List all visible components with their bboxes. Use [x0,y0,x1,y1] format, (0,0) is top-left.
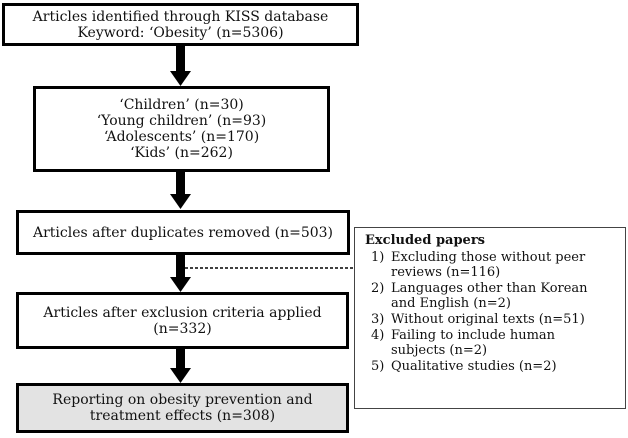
box-line: Articles identified through KISS databas… [32,8,329,25]
list-item: 1) Excluding those without peer reviews … [371,250,619,280]
excluded-title: Excluded papers [365,233,485,248]
item-line: Without original texts (n=51) [391,312,585,327]
list-item: 5) Qualitative studies (n=2) [371,359,619,374]
item-line: Excluding those without peer [391,250,586,265]
list-item: 3) Without original texts (n=51) [371,312,619,327]
arrow-head [170,194,191,209]
box-line: treatment effects (n=308) [89,408,276,424]
box-duplicates-removed: Articles after duplicates removed (n=503… [16,210,350,255]
excluded-list: 1) Excluding those without peer reviews … [365,250,619,374]
arrow-head [170,71,191,86]
excluded-papers-box: Excluded papers 1) Excluding those witho… [354,227,626,409]
list-item: 4) Failing to include human subjects (n=… [371,328,619,358]
arrow-shaft [176,348,185,370]
box-line: ‘Young children’ (n=93) [96,113,267,129]
box-line: ‘Adolescents’ (n=170) [103,129,260,145]
box-final-reporting: Reporting on obesity prevention and trea… [16,383,349,433]
item-number: 4) [371,328,385,343]
box-line: (n=332) [153,320,212,337]
box-line: ‘Children’ (n=30) [119,97,244,113]
box-keywords: ‘Children’ (n=30) ‘Young children’ (n=93… [33,86,330,172]
box-line: Articles after duplicates removed (n=503… [32,224,334,241]
list-item: 2) Languages other than Korean and Engli… [371,281,619,311]
item-number: 2) [371,281,385,296]
item-line: Failing to include human [391,328,556,343]
box-line: Articles after exclusion criteria applie… [43,304,322,321]
arrow-shaft [176,254,185,279]
box-line: Reporting on obesity prevention and [52,392,313,408]
item-line: Languages other than Korean [391,281,588,296]
arrow-shaft [176,171,185,196]
item-number: 3) [371,312,385,327]
arrow-head [170,368,191,383]
box-exclusion-applied: Articles after exclusion criteria applie… [16,292,349,349]
item-line: and English (n=2) [391,296,511,311]
arrow-shaft [176,45,185,73]
box-identified: Articles identified through KISS databas… [2,3,359,46]
item-number: 1) [371,250,385,265]
item-line: Qualitative studies (n=2) [391,359,557,374]
box-line: Keyword: ‘Obesity’ (n=5306) [77,24,284,41]
arrow-head [170,277,191,292]
item-number: 5) [371,359,385,374]
item-line: reviews (n=116) [391,265,501,280]
box-line: ‘Kids’ (n=262) [130,145,233,161]
item-line: subjects (n=2) [391,343,488,358]
